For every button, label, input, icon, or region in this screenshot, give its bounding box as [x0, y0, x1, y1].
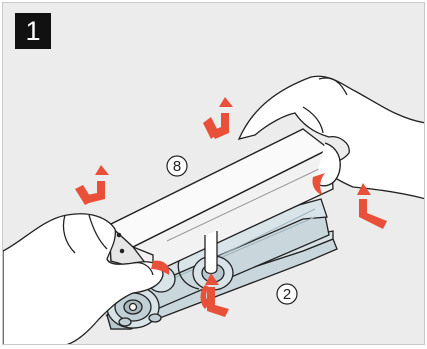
rotate-arrow-icon [203, 97, 233, 139]
callout-cover-label: 8 [173, 158, 181, 175]
instruction-panel: 8 2 1 [2, 2, 425, 345]
callout-base: 2 [277, 284, 297, 304]
assembly-illustration: 8 2 [3, 3, 425, 345]
callout-cover: 8 [167, 156, 187, 176]
callout-base-label: 2 [283, 286, 291, 303]
rotate-arrow-icon [75, 165, 109, 205]
step-number-badge: 1 [15, 13, 51, 49]
